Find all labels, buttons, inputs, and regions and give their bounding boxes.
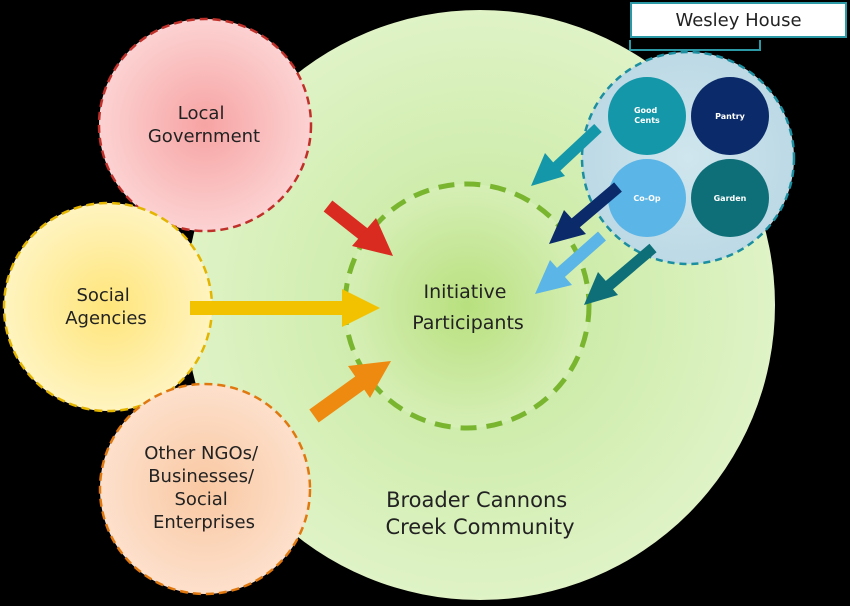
pantry-label: Pantry xyxy=(715,112,746,121)
arrow-garden xyxy=(584,243,657,305)
arrow-social-agencies xyxy=(190,289,380,327)
community-label: Broader Cannons Creek Community xyxy=(385,488,574,539)
good-cents-label: Good Cents xyxy=(634,106,660,125)
garden-label: Garden xyxy=(714,194,747,203)
wesley-house-title: Wesley House xyxy=(630,2,847,38)
arrow-other-ngos xyxy=(309,361,391,423)
co-op-circle xyxy=(608,159,686,237)
good-cents-circle xyxy=(608,77,686,155)
wesley-house-cluster xyxy=(580,50,796,266)
arrow-good-cents xyxy=(531,123,602,186)
arrow-local-government xyxy=(323,200,393,256)
wesley-house-connector xyxy=(629,40,761,51)
social-agencies-label: Social Agencies xyxy=(65,285,147,329)
participants-circle xyxy=(342,181,592,431)
other-ngos-label: Other NGOs/ Businesses/ Social Enterpris… xyxy=(144,443,264,533)
local-government-label: Local Government xyxy=(148,103,260,147)
other-ngos-circle xyxy=(98,382,312,596)
local-government-circle xyxy=(97,17,313,233)
participants-label: Initiative Participants xyxy=(412,281,524,334)
social-agencies-circle xyxy=(2,201,214,413)
pantry-circle xyxy=(691,77,769,155)
garden-circle xyxy=(691,159,769,237)
arrow-co-op xyxy=(535,231,606,294)
co-op-label: Co-Op xyxy=(633,194,660,203)
arrow-pantry xyxy=(549,182,622,244)
